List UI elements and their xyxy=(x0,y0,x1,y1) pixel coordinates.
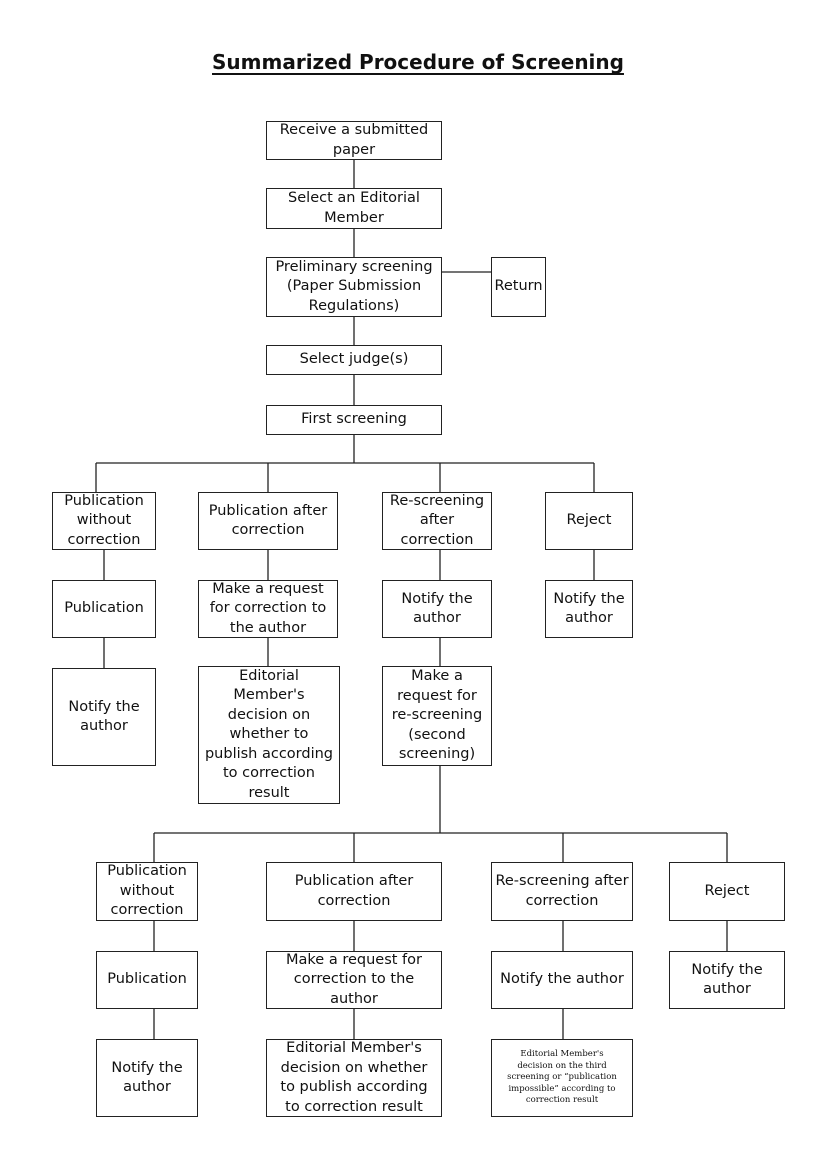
r1-publication-after-correction-box: Publication after correction xyxy=(198,492,338,550)
r2-editorial-decision-box: Editorial Member's decision on whether t… xyxy=(266,1039,442,1117)
r1-request-rescreening-box: Make a request for re-screening (second … xyxy=(382,666,492,766)
r1-notify-author-rescreening-box: Notify the author xyxy=(382,580,492,638)
r1-notify-author-reject-box: Notify the author xyxy=(545,580,633,638)
r1-publication-box: Publication xyxy=(52,580,156,638)
r2-rescreening-after-correction-box: Re-screening after correction xyxy=(491,862,633,921)
r2-notify-author-reject-box: Notify the author xyxy=(669,951,785,1009)
r2-request-correction-box: Make a request for correction to the aut… xyxy=(266,951,442,1009)
r1-reject-box: Reject xyxy=(545,492,633,550)
r2-third-screening-decision-box: Editorial Member's decision on the third… xyxy=(491,1039,633,1117)
r1-publication-without-correction-box: Publication without correction xyxy=(52,492,156,550)
receive-paper-box: Receive a submitted paper xyxy=(266,121,442,160)
r2-reject-box: Reject xyxy=(669,862,785,921)
page-title: Summarized Procedure of Screening xyxy=(212,50,624,74)
r2-publication-box: Publication xyxy=(96,951,198,1009)
r1-rescreening-after-correction-box: Re-screening after correction xyxy=(382,492,492,550)
r1-notify-author-publication-box: Notify the author xyxy=(52,668,156,766)
r1-editorial-decision-box: Editorial Member's decision on whether t… xyxy=(198,666,340,804)
r2-notify-author-rescreening-box: Notify the author xyxy=(491,951,633,1009)
return-box: Return xyxy=(491,257,546,317)
r1-request-correction-box: Make a request for correction to the aut… xyxy=(198,580,338,638)
first-screening-box: First screening xyxy=(266,405,442,435)
select-editorial-member-box: Select an Editorial Member xyxy=(266,188,442,229)
r2-publication-after-correction-box: Publication after correction xyxy=(266,862,442,921)
r2-publication-without-correction-box: Publication without correction xyxy=(96,862,198,921)
r2-notify-author-publication-box: Notify the author xyxy=(96,1039,198,1117)
preliminary-screening-box: Preliminary screening (Paper Submission … xyxy=(266,257,442,317)
select-judges-box: Select judge(s) xyxy=(266,345,442,375)
